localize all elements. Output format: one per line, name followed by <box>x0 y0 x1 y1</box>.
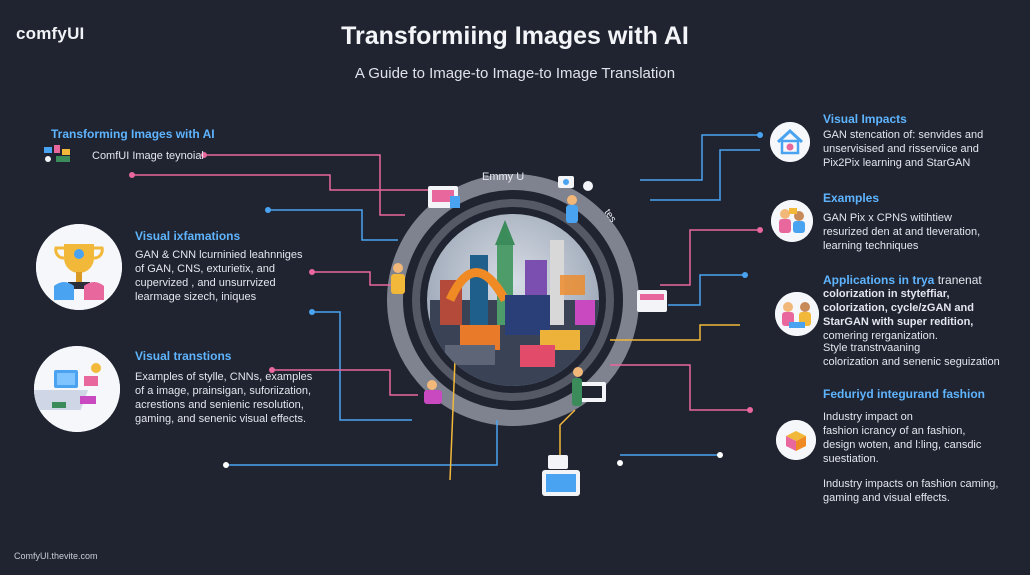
section-title: Visual Impacts <box>823 112 907 126</box>
right-section-style-transfer: Style transtrvaaning colorization and se… <box>823 341 1028 369</box>
trophy-icon <box>36 224 122 310</box>
section-body-line: resurized den at and tleveration, <box>823 226 981 238</box>
right-section-examples: Examples GAN Pix x CPNS witihtiew resuri… <box>823 191 1023 253</box>
collage-sticker-monitor <box>572 367 606 406</box>
section-body-line: Examples of stylle, CNNs, examples <box>135 371 313 383</box>
section-body-line: unservisised and risserviice and <box>823 143 979 155</box>
section-body-line: cupervized , and unsurrvized <box>135 277 276 289</box>
collage-sticker-reader <box>424 380 442 404</box>
connector-line <box>610 364 750 411</box>
connector-line <box>312 271 395 286</box>
right-section-visual-impacts: Visual Impacts GAN stencation of: senvid… <box>823 112 1023 170</box>
connector-line <box>640 134 760 181</box>
right-section-industry: Industry impacts on fashion caming, gami… <box>823 477 1028 505</box>
section-title: Applications in trya <box>823 273 935 287</box>
collage-sticker-character <box>391 263 405 294</box>
section-body-line: of GAN, CNS, exturietix, and <box>135 263 275 275</box>
connector-line <box>610 324 740 341</box>
section-title: Transforming Images with AI <box>51 127 215 141</box>
section-body-line: GAN Pix x CPNS witihtiew <box>823 212 952 224</box>
connector-line <box>226 420 498 466</box>
section-title: Examples <box>823 191 880 205</box>
section-title: Visual ixfamations <box>135 229 241 243</box>
left-section-intro: Transforming Images with AI <box>51 127 291 141</box>
section-title: Feduriyd integurand fashion <box>823 387 986 401</box>
section-body-line: colorization and senenic seguization <box>823 356 1000 368</box>
city-collage-icon <box>427 214 599 386</box>
ai-tools-icon <box>42 143 78 165</box>
connector-line <box>132 174 432 191</box>
section-body-line: StarGAN with super redition, <box>823 316 974 328</box>
section-body-line: GAN stencation of: senvides and <box>823 129 984 141</box>
section-body-line: suestiation. <box>823 453 879 465</box>
page-title: Transformiing Images with AI <box>341 22 689 50</box>
connector-line <box>272 369 418 396</box>
section-body-line: learning techniques <box>823 240 919 252</box>
section-title-suffix: tranenat <box>937 273 982 287</box>
section-body-line: learmage sizech, iniques <box>135 291 257 303</box>
section-body-line: Industry impact on <box>823 411 913 423</box>
section-body-line: Industry impacts on fashion caming, <box>823 478 999 490</box>
inner-ring <box>412 199 614 401</box>
section-body-line: Pix2Pix learning and StarGAN <box>823 157 971 169</box>
section-body-line: of a image, prainsigan, suforiization, <box>135 385 312 397</box>
right-section-fashion: Feduriyd integurand fashion Industry imp… <box>823 387 1028 466</box>
section-body-line: colorization, cycle/zGAN and <box>823 302 974 314</box>
collage-sticker-console <box>542 455 580 496</box>
section-body-line: colorization in styteffiar, <box>823 288 950 300</box>
connector-line <box>668 274 745 306</box>
left-section-visual-ixfamations: Visual ixfamations GAN & CNN lcurninied … <box>135 229 355 304</box>
connector-line <box>312 311 412 421</box>
section-body-line: comering rerganization. <box>823 330 938 342</box>
connector-line <box>650 149 760 201</box>
connector-line <box>660 229 760 286</box>
brand-logo: comfyUI <box>16 24 85 43</box>
section-body-line: gaming and visual effects. <box>823 492 950 504</box>
connector-line <box>449 359 456 481</box>
section-body-line: GAN & CNN lcurninied leahnniges <box>135 249 303 261</box>
connector-line <box>559 409 576 460</box>
collage-sticker-laptop <box>428 186 460 208</box>
house-icon <box>770 122 810 162</box>
connector-line <box>268 209 398 241</box>
section-body-line: fashion icrancy of an fashion, <box>823 425 966 437</box>
collage-sticker-window <box>637 290 667 312</box>
people-painting-icon <box>771 200 813 242</box>
collage-sticker-camera <box>558 176 593 191</box>
outer-ring <box>387 174 639 426</box>
left-section-visual-transtions: Visual transtions Examples of stylle, CN… <box>135 349 355 426</box>
right-section-applications: Applications in trya tranenat colorizati… <box>823 273 1028 343</box>
section-body-line: acrestions and senienic resolution, <box>135 399 304 411</box>
section-title: Visual transtions <box>135 349 232 363</box>
cube-blocks-icon <box>776 420 816 460</box>
team-collaboration-icon <box>775 292 819 336</box>
connector-line <box>204 154 405 216</box>
section-body-line: Style transtrvaaning <box>823 342 921 354</box>
section-body-line: ComfUI Image teynoial <box>92 150 204 162</box>
connector-dots <box>129 132 763 468</box>
section-body-line: gaming, and senenic visual effects. <box>135 413 307 425</box>
collage-sticker-person <box>566 195 578 223</box>
footer-url: ComfyUI.thevite.com <box>14 551 98 561</box>
ring-label-top: Emmy U <box>482 171 524 183</box>
desk-workspace-icon <box>34 346 120 432</box>
section-body-line: design woten, and l:ling, cansdic <box>823 439 982 451</box>
page-subtitle: A Guide to Image-to Image-to Image Trans… <box>354 65 676 82</box>
